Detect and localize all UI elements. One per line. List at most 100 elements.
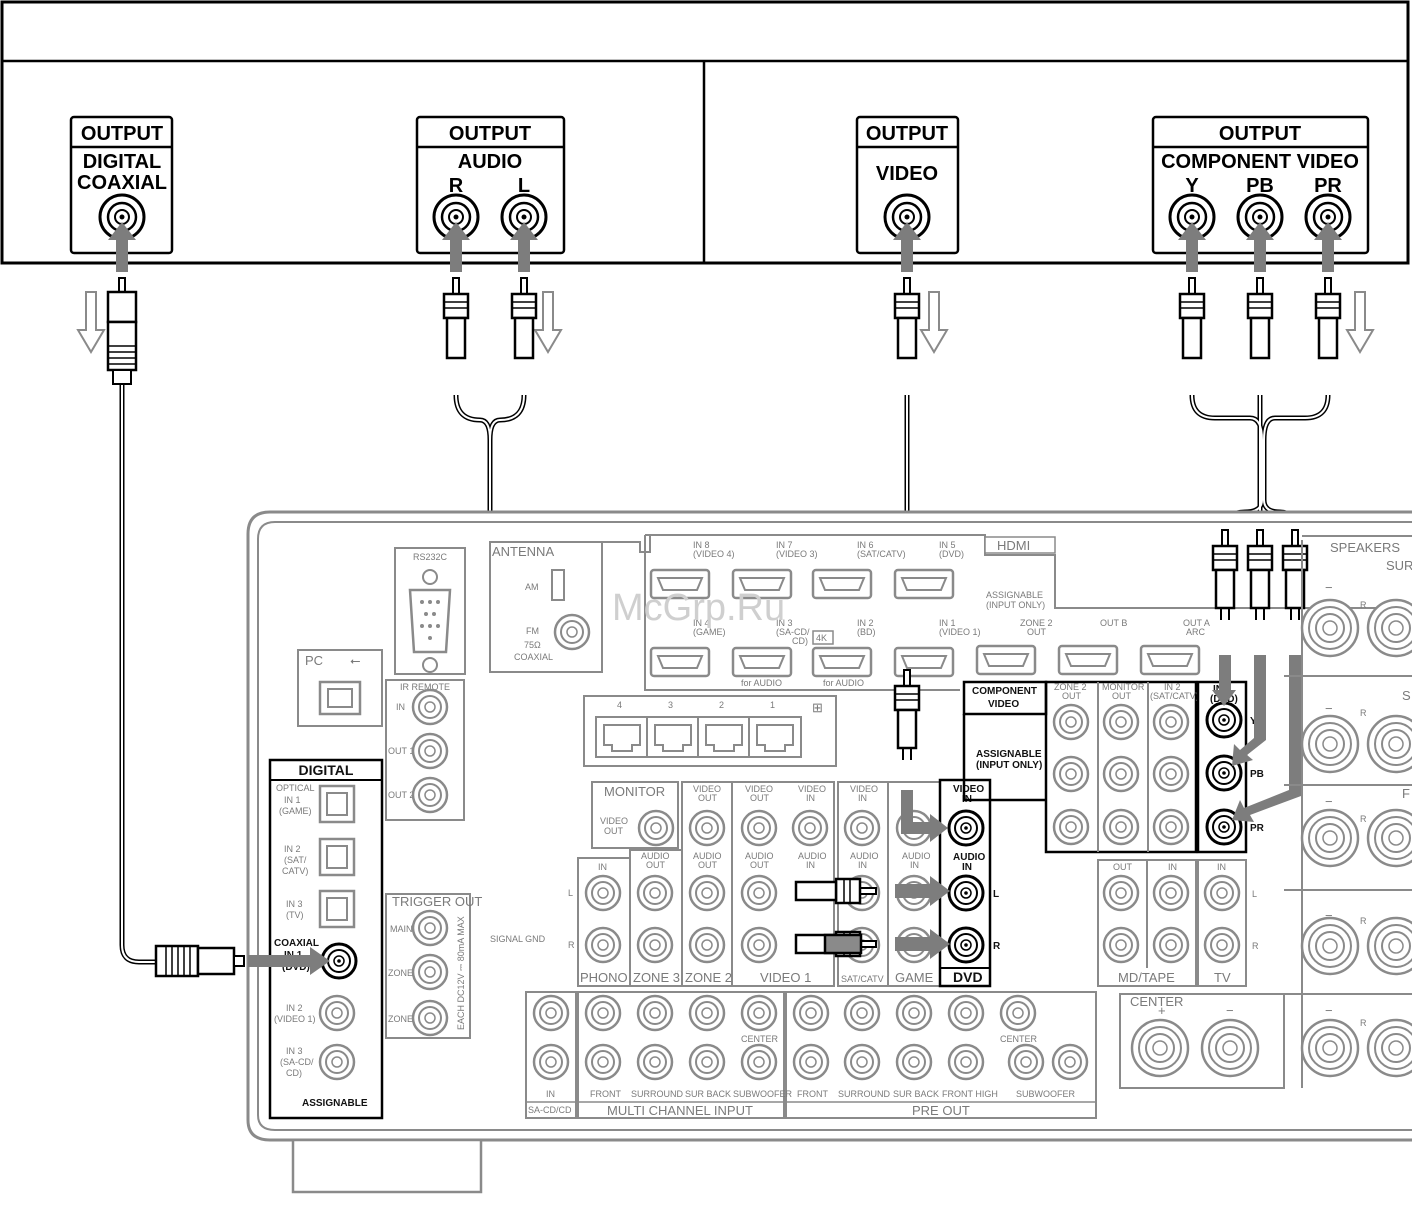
comp-jack-3 [1152, 703, 1190, 741]
mc-jack-8 [740, 1043, 778, 1081]
audio-r-plug-top [442, 276, 470, 360]
zone2-video-out-label: VIDEO [693, 784, 721, 794]
dvd-audio-r-jack [947, 926, 985, 964]
hdmi-input-only: (INPUT ONLY) [986, 600, 1045, 610]
trigger-spec: EACH DC12V ⎓ 80mA MAX [456, 916, 466, 1030]
po-front: FRONT [797, 1089, 828, 1099]
monitor-video-out-jack [637, 809, 675, 847]
spk-plus-4: − [1325, 908, 1333, 923]
antenna-am: AM [525, 582, 539, 592]
rs232c-port: RS232C [394, 547, 466, 675]
po-surback: SUR BACK [893, 1089, 939, 1099]
hdmi-zone2-out-port [975, 644, 1037, 676]
video-label: VIDEO [876, 163, 938, 185]
audio-r-jack-3 [688, 926, 726, 964]
trigger-zone3-label: ZONE 3 [388, 1014, 421, 1024]
ir-out1-label: OUT 1 [388, 746, 414, 756]
audio-in-sub-2: IN [858, 860, 867, 870]
usb-icon: ⭠ [350, 653, 360, 668]
optical-in1-port [318, 784, 356, 824]
spk-terminal-1 [1300, 598, 1360, 658]
hdmi-in3-port [731, 646, 793, 678]
po-jack-7 [843, 1043, 881, 1081]
badge-4k-label: 4K [816, 633, 827, 643]
ir-in-jack [411, 688, 449, 726]
coaxial-in3-jack [318, 1043, 356, 1081]
coaxial-in2-sub: (VIDEO 1) [274, 1014, 316, 1024]
md-out-label: OUT [1113, 862, 1133, 872]
ir-out2-jack [411, 776, 449, 814]
hdmi-zone2-label: ZONE 2 [1020, 618, 1053, 628]
dvd-audio-in-label: AUDIO [953, 852, 985, 863]
coaxial-in3-label: IN 3 [286, 1046, 303, 1056]
lan-port-1 [748, 716, 802, 758]
trigger-zone2-label: ZONE 2 [388, 968, 421, 978]
dvd-video-in-label: VIDEO [953, 784, 984, 795]
audio-l-arrow [895, 876, 950, 906]
comp-jack-4 [1052, 755, 1090, 793]
spk-r-1: R [1360, 600, 1367, 610]
mc-jack-3 [688, 994, 726, 1032]
optical-in2-label: IN 2 [284, 844, 301, 854]
po-fronthigh: FRONT HIGH [942, 1089, 998, 1099]
comp-jack-9 [1152, 808, 1190, 846]
comp-pb-arrow [1232, 655, 1266, 766]
comp-zone2-sub: OUT [1062, 691, 1082, 701]
speakers-s: S [1402, 688, 1411, 703]
hdmi-outb-label: OUT B [1100, 618, 1127, 628]
comp-jack-1 [1052, 703, 1090, 741]
mc-jack-7 [688, 1043, 726, 1081]
ir-remote-section: IR REMOTE IN OUT 1 OUT 2 [385, 679, 465, 821]
hdmi-in5-port [893, 568, 955, 600]
coaxial-plug-receiver [154, 944, 330, 978]
monitor-video: VIDEO [600, 816, 628, 826]
comp-monitor-label: MONITOR [1102, 682, 1145, 692]
group-zone2: ZONE 2 [685, 970, 732, 985]
optical-in3-port [318, 889, 356, 929]
tv-label: TV [1214, 970, 1231, 985]
spk-r-3: R [1360, 814, 1367, 824]
tv-in-r-jack [1203, 926, 1241, 964]
watermark: McGrp.Ru [612, 587, 785, 629]
hdmi-in2-sub: (BD) [857, 627, 876, 637]
for-audio-2: for AUDIO [823, 678, 864, 688]
po-jack-4 [947, 994, 985, 1032]
comp-monitor-sub: OUT [1112, 691, 1132, 701]
comp-in2-sub: (SAT/CATV) [1150, 691, 1199, 701]
component-y-plug-top [1178, 276, 1206, 360]
audio-out-label-2: AUDIO [693, 851, 722, 861]
video-jack-2 [740, 809, 778, 847]
plug-direction-arrows [76, 291, 1375, 354]
spk-r-2: R [1360, 708, 1367, 718]
coaxial-section-label: COAXIAL [274, 938, 319, 949]
signal-gnd-label: SIGNAL GND [490, 934, 546, 944]
sacd-in-label: IN [546, 1089, 555, 1099]
fm-antenna-jack [553, 613, 591, 651]
ir-remote-title: IR REMOTE [400, 682, 450, 692]
digital-section-title: DIGITAL [299, 762, 354, 778]
trigger-zone3-jack [411, 999, 449, 1037]
ir-in-label: IN [396, 702, 405, 712]
hdmi-in4-label: IN 4 [693, 618, 710, 628]
dvd-r-label: R [993, 941, 1001, 952]
hdmi-outa-label: OUT A [1183, 618, 1210, 628]
spk-terminal-2 [1366, 598, 1412, 658]
md-in-l-jack [1152, 874, 1190, 912]
audio-r-label: R [449, 175, 464, 197]
optical-in1-sub: (GAME) [279, 806, 312, 816]
hdmi-in8-label: IN 8 [693, 540, 710, 550]
spk-terminal-6 [1366, 808, 1412, 868]
component-pr-plug-top [1314, 276, 1342, 360]
component-pb-label: PB [1246, 175, 1274, 197]
pc-label: PC [305, 653, 323, 668]
audio-out-label-1: AUDIO [641, 851, 670, 861]
rs232c-label: RS232C [413, 552, 448, 562]
coaxial-arrow-right [248, 947, 330, 975]
antenna-title: ANTENNA [492, 544, 554, 559]
coaxial-in2-label: IN 2 [286, 1003, 303, 1013]
dvd-audio-l-jack [947, 874, 985, 912]
video-output: OUTPUT VIDEO [855, 115, 960, 255]
video-jack-4 [843, 809, 881, 847]
spk-terminal-5 [1300, 808, 1360, 868]
hdmi-in6-label: IN 6 [857, 540, 874, 550]
